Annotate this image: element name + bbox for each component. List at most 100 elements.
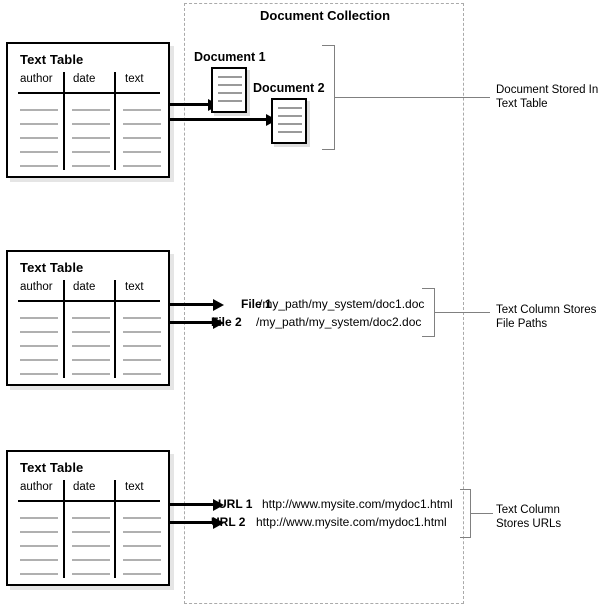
cell-line (123, 573, 161, 575)
cell-line (20, 109, 58, 111)
document-1-label: Document 1 (194, 50, 266, 64)
bracket-tick (322, 45, 334, 46)
url-2-value: http://www.mysite.com/mydoc1.html (256, 515, 447, 529)
column-header-author: author (20, 281, 53, 293)
bracket-spine (470, 489, 471, 538)
bracket-documents (322, 45, 490, 150)
cell-line (72, 359, 110, 361)
file-2-path: /my_path/my_system/doc2.doc (256, 315, 422, 329)
document-text-line (218, 92, 242, 94)
cell-line (123, 165, 161, 167)
text-table-header-row: author date text (20, 73, 160, 89)
url-1-value: http://www.mysite.com/mydoc1.html (262, 497, 453, 511)
document-1-icon (211, 67, 247, 113)
column-header-date: date (73, 481, 96, 493)
callout-urls: Text Column Stores URLs (496, 504, 562, 530)
cell-line (72, 559, 110, 561)
cell-line (20, 151, 58, 153)
header-rule (18, 92, 160, 94)
cell-line (123, 317, 161, 319)
cell-line (123, 531, 161, 533)
bracket-tick (322, 149, 334, 150)
cell-line (72, 345, 110, 347)
arrow-head-icon (213, 516, 224, 529)
file-2-label: File 2 (211, 315, 242, 329)
arrow-to-url-2 (168, 521, 215, 524)
cell-line (123, 109, 161, 111)
cell-line (20, 545, 58, 547)
column-header-text: text (125, 73, 144, 85)
cell-line (72, 317, 110, 319)
text-table-header-row: author date text (20, 481, 160, 497)
bracket-stem (435, 312, 490, 313)
cell-line (72, 165, 110, 167)
cell-line (123, 545, 161, 547)
arrow-to-url-1 (168, 503, 215, 506)
column-header-author: author (20, 73, 53, 85)
cell-line (72, 137, 110, 139)
callout-file-paths: Text Column Stores File Paths (496, 304, 597, 330)
document-text-line (218, 100, 242, 102)
bracket-stem (335, 97, 490, 98)
cell-line (123, 123, 161, 125)
bracket-tick (422, 288, 434, 289)
cell-line (20, 123, 58, 125)
header-rule (18, 500, 160, 502)
document-text-line (278, 115, 302, 117)
column-divider (114, 280, 116, 378)
bracket-spine (434, 288, 435, 337)
arrow-head-icon (213, 316, 224, 329)
cell-line (20, 373, 58, 375)
document-collection-title: Document Collection (260, 8, 391, 23)
cell-line (123, 517, 161, 519)
document-text-line (278, 107, 302, 109)
cell-line (123, 137, 161, 139)
column-divider (114, 72, 116, 170)
cell-line (72, 373, 110, 375)
text-table-title: Text Table (20, 52, 84, 67)
cell-line (123, 559, 161, 561)
header-rule (18, 300, 160, 302)
document-2-icon (271, 98, 307, 144)
cell-line (20, 137, 58, 139)
url-2-label: URL 2 (211, 515, 246, 529)
cell-line (20, 317, 58, 319)
document-text-line (218, 76, 242, 78)
cell-line (123, 151, 161, 153)
arrow-to-file-2 (168, 321, 215, 324)
cell-line (123, 331, 161, 333)
document-2-label: Document 2 (253, 81, 325, 95)
document-text-line (278, 131, 302, 133)
arrow-to-file-1 (168, 303, 215, 306)
column-header-date: date (73, 281, 96, 293)
cell-line (20, 331, 58, 333)
text-table-title: Text Table (20, 260, 84, 275)
column-header-text: text (125, 281, 144, 293)
cell-line (72, 331, 110, 333)
column-divider (63, 280, 65, 378)
cell-line (20, 345, 58, 347)
cell-line (20, 165, 58, 167)
cell-line (72, 109, 110, 111)
column-divider (63, 480, 65, 578)
document-text-line (218, 84, 242, 86)
cell-line (72, 517, 110, 519)
file-1-path: /my_path/my_system/doc1.doc (259, 297, 425, 311)
arrow-head-icon (213, 498, 224, 511)
text-table-title: Text Table (20, 460, 84, 475)
text-table-urls: Text Table author date text (6, 450, 170, 586)
cell-line (123, 345, 161, 347)
arrow-to-document-1 (168, 103, 210, 106)
text-table-file-paths: Text Table author date text (6, 250, 170, 386)
document-text-line (278, 123, 302, 125)
cell-line (123, 359, 161, 361)
cell-line (72, 531, 110, 533)
cell-line (20, 531, 58, 533)
cell-line (20, 359, 58, 361)
cell-line (20, 573, 58, 575)
url-1-label: URL 1 (218, 497, 253, 511)
column-header-author: author (20, 481, 53, 493)
column-divider (63, 72, 65, 170)
bracket-tick (460, 489, 470, 490)
